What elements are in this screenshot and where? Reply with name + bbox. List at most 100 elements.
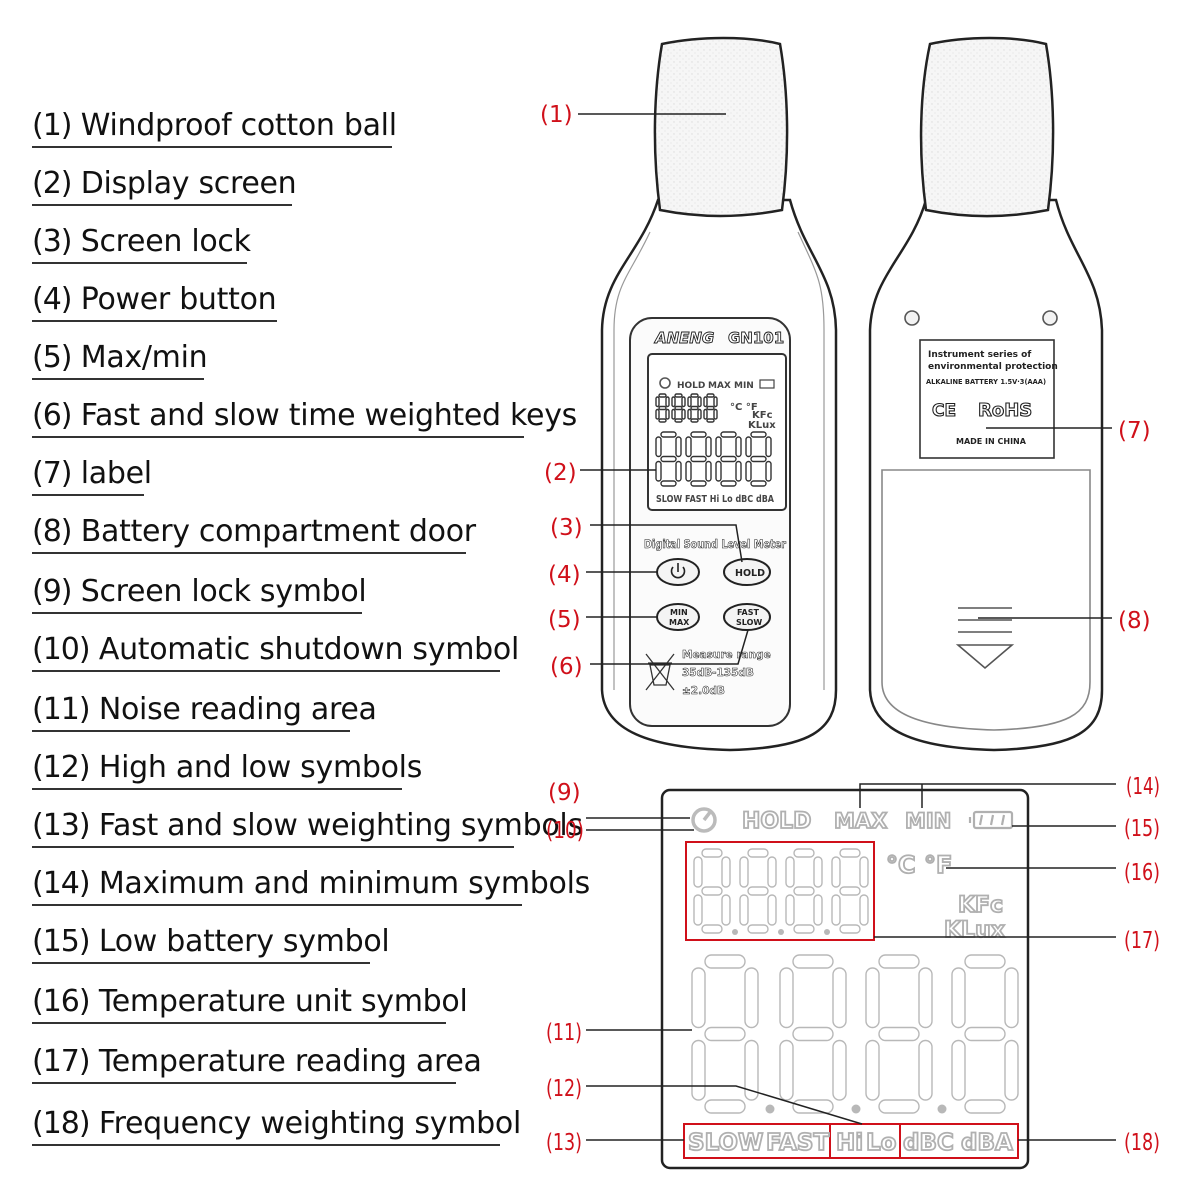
lcd-segment: [744, 967, 759, 1029]
lcd-segment: [660, 480, 677, 487]
legend-underline: [32, 788, 402, 790]
lcd-segment: [681, 408, 686, 420]
callout-6: (6): [550, 654, 583, 680]
lcd-segment: [674, 405, 683, 411]
legend-text: Automatic shutdown symbol: [98, 632, 519, 667]
lcd-segment: [693, 894, 703, 926]
lcd-digit: [655, 431, 682, 487]
slow-symbol: SLOW: [688, 1130, 763, 1156]
lcd-segment: [691, 967, 706, 1029]
lcd-segment: [745, 460, 752, 482]
legend-underline: [32, 846, 514, 848]
leader-lines: [578, 113, 1116, 1141]
lcd-segment: [681, 396, 686, 408]
lcd-digit: [739, 848, 777, 934]
legend-number: (2): [32, 166, 72, 201]
lcd-segment: [658, 405, 667, 411]
lcd-segment: [665, 396, 670, 408]
auto-shutdown-icon: [691, 807, 717, 833]
lcd-segment: [660, 455, 677, 463]
lcd-segment: [779, 1039, 794, 1101]
lcd-segment: [720, 455, 737, 463]
lcd-segment: [918, 967, 933, 1029]
fast-slow-button[interactable]: [723, 603, 771, 631]
lcd-segment: [765, 460, 772, 482]
kfc-symbol: KFc: [958, 893, 1003, 918]
min-symbol: MIN: [905, 809, 951, 833]
callout-18: (18): [1124, 1130, 1160, 1156]
lcd-segment: [703, 396, 708, 408]
svg-text:KLux: KLux: [748, 420, 776, 431]
svg-text:environmental protection: environmental protection: [928, 362, 1058, 372]
legend-number: (9): [32, 574, 72, 609]
lcd-segment: [878, 1026, 920, 1042]
legend-text: Screen lock: [80, 224, 251, 259]
legend-item: (14) Maximum and minimum symbols: [32, 864, 590, 904]
legend-text: Max/min: [80, 340, 208, 375]
screw-right: [1042, 310, 1058, 326]
legend-item: (2) Display screen: [32, 164, 297, 204]
lcd-segment: [793, 848, 815, 858]
lcd-segment: [690, 431, 707, 438]
svg-text:ALKALINE BATTERY 1.5V·3(AAA): ALKALINE BATTERY 1.5V·3(AAA): [926, 378, 1046, 386]
back-cotton-ball: [919, 36, 1055, 218]
legend-underline: [32, 204, 292, 206]
lcd-segment: [687, 408, 692, 420]
svg-text:MIN: MIN: [734, 381, 754, 391]
legend-item: (16) Temperature unit symbol: [32, 982, 468, 1022]
lcd-segment: [747, 848, 769, 858]
hold-button[interactable]: [723, 558, 771, 586]
legend-number: (3): [32, 224, 72, 259]
callout-1: (1): [540, 102, 573, 128]
lcd-segment: [832, 1039, 847, 1101]
svg-text:SLOW FAST Hi Lo dBC dBA: SLOW FAST Hi Lo dBC dBA: [656, 494, 775, 505]
callout-9: (9): [548, 780, 581, 806]
svg-text:°C °F: °C °F: [730, 402, 758, 413]
lcd-decimal-point: [937, 1104, 947, 1114]
legend-number: (4): [32, 282, 72, 317]
svg-text:Measure range: Measure range: [682, 649, 771, 661]
svg-text:±2.0dB: ±2.0dB: [682, 685, 725, 697]
lcd-segment: [747, 924, 769, 934]
legend-text: Display screen: [80, 166, 297, 201]
legend-item: (7) label: [32, 454, 152, 494]
lcd-segment: [713, 396, 718, 408]
lcd-segment: [660, 431, 677, 438]
lcd-segment: [747, 886, 769, 896]
lcd-segment: [705, 460, 712, 482]
lcd-digit: [703, 393, 718, 423]
callout-labels: (1) (2) (3) (4) (5) (6) (7) (8) (9) (10)…: [540, 102, 1160, 1156]
legend-number: (8): [32, 514, 72, 549]
legend-underline: [32, 436, 524, 438]
lcd-segment: [765, 436, 772, 458]
legend-number: (17): [32, 1044, 91, 1079]
svg-text:HOLD: HOLD: [677, 381, 705, 391]
lcd-segment: [658, 393, 667, 398]
lcd-segment: [675, 460, 682, 482]
legend-item: (10) Automatic shutdown symbol: [32, 630, 519, 670]
lcd-segment: [706, 418, 715, 423]
lcd-segment: [658, 418, 667, 423]
legend-item: (15) Low battery symbol: [32, 922, 390, 962]
lcd-segment: [685, 436, 692, 458]
dba-symbol: dBA: [961, 1130, 1013, 1156]
legend-underline: [32, 1082, 456, 1084]
legend-item: (6) Fast and slow time weighted keys: [32, 396, 577, 436]
product-name: Digital Sound Level Meter: [644, 537, 786, 551]
temperature-reading-box: [685, 841, 875, 941]
device-front: ANENG GN101 HOLD MAX MIN °C °F KFc KLux …: [600, 36, 838, 752]
legend-text: Power button: [80, 282, 277, 317]
max-symbol: MAX: [834, 809, 887, 833]
lcd-segment: [697, 396, 702, 408]
legend-item: (11) Noise reading area: [32, 690, 377, 730]
device-back: Instrument series of environmental prote…: [868, 36, 1104, 752]
lcd-segment: [693, 856, 703, 888]
windproof-cotton-ball: [653, 36, 789, 218]
lcd-segment: [964, 1026, 1006, 1042]
lcd-segment: [675, 436, 682, 458]
lcd-segment: [918, 1039, 933, 1101]
lcd-segment: [785, 856, 795, 888]
hold-symbol: HOLD: [742, 809, 811, 834]
lcd-segment: [792, 1099, 834, 1114]
door-latch-icon: [955, 607, 1015, 670]
